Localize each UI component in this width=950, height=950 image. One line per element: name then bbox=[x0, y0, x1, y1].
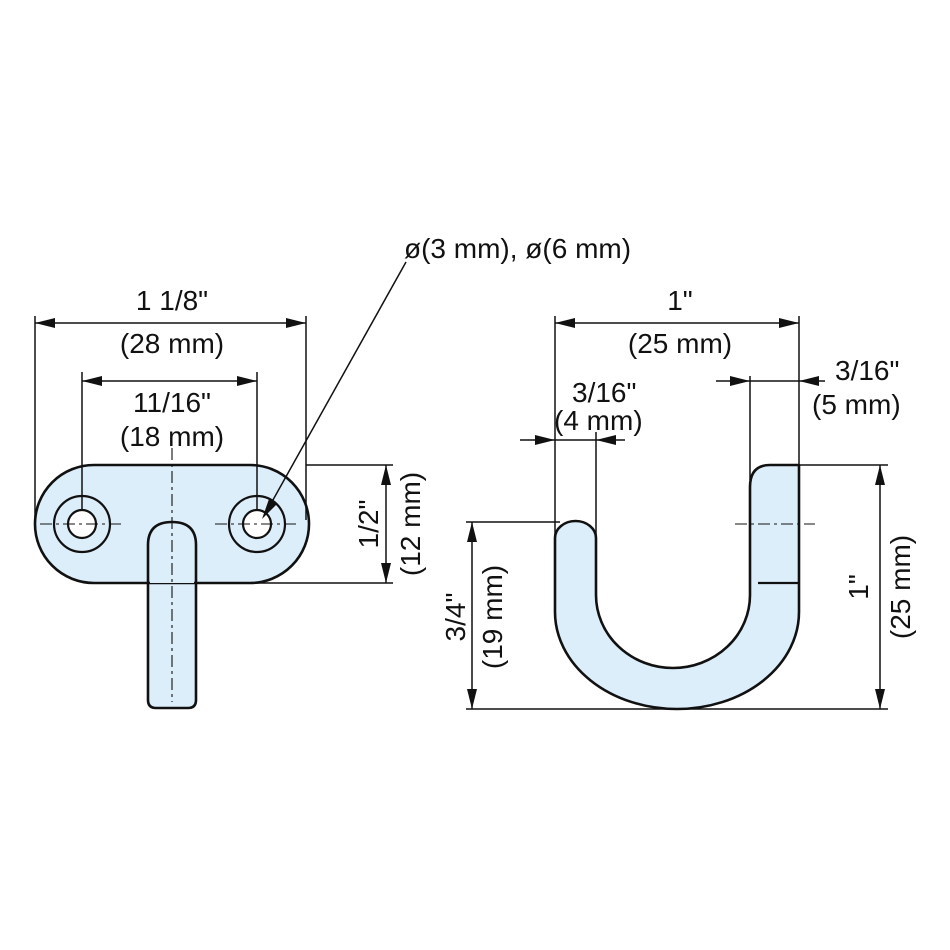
total-height-label: 1" bbox=[843, 574, 874, 600]
arrow bbox=[875, 465, 885, 485]
arrow bbox=[262, 499, 277, 519]
arrow bbox=[779, 318, 799, 328]
side-view: 1" (25 mm) 3/16" (4 mm) 3/16" (5 mm) 3/4… bbox=[440, 285, 916, 711]
hook-arm-top bbox=[150, 524, 194, 583]
side-width-mm-label: (25 mm) bbox=[628, 328, 732, 359]
arrow bbox=[535, 435, 555, 445]
plate-height-mm-label: (12 mm) bbox=[395, 472, 426, 576]
inner-thickness-label: 3/16" bbox=[572, 377, 636, 408]
short-leg-mm-label: (19 mm) bbox=[477, 565, 508, 669]
arrow bbox=[555, 318, 575, 328]
arrow bbox=[799, 376, 819, 386]
overall-width-mm-label: (28 mm) bbox=[120, 328, 224, 359]
arrow bbox=[730, 376, 750, 386]
arrow bbox=[35, 318, 55, 328]
total-height-mm-label: (25 mm) bbox=[885, 535, 916, 639]
arrow bbox=[381, 465, 391, 485]
overall-width-label: 1 1/8" bbox=[136, 285, 208, 316]
arrow bbox=[467, 689, 477, 709]
outer-thickness-label: 3/16" bbox=[835, 355, 899, 386]
short-leg-label: 3/4" bbox=[440, 593, 471, 642]
side-width-label: 1" bbox=[667, 285, 693, 316]
arrow bbox=[467, 522, 477, 542]
arrow bbox=[286, 318, 306, 328]
arrow bbox=[82, 376, 102, 386]
hole-callout-label: ø(3 mm), ø(6 mm) bbox=[404, 233, 631, 264]
inner-thickness-mm-label: (4 mm) bbox=[554, 405, 643, 436]
arrow bbox=[596, 435, 616, 445]
arrow bbox=[381, 563, 391, 583]
hole-callout-leader bbox=[263, 261, 407, 517]
arrow bbox=[875, 689, 885, 709]
hole-spacing-mm-label: (18 mm) bbox=[120, 421, 224, 452]
plate-height-label: 1/2" bbox=[353, 500, 384, 549]
u-hook-body bbox=[553, 463, 801, 711]
arrow bbox=[237, 376, 257, 386]
hole-spacing-label: 11/16" bbox=[133, 387, 211, 418]
outer-thickness-mm-label: (5 mm) bbox=[812, 389, 901, 420]
front-view: 1 1/8" (28 mm) 11/16" (18 mm) 1/2" (12 m… bbox=[33, 233, 631, 710]
